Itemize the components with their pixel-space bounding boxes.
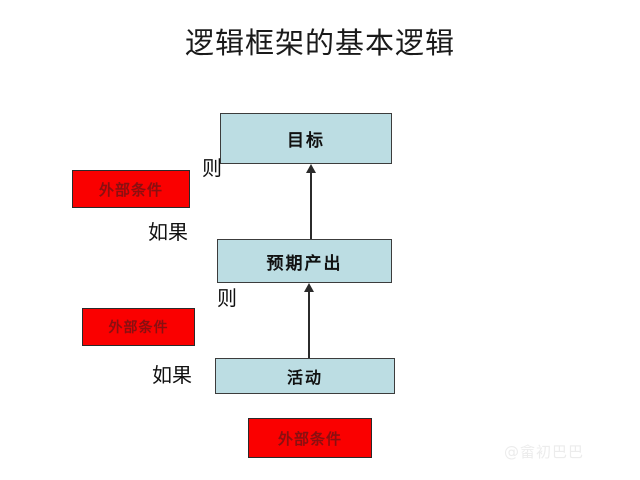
page-title: 逻辑框架的基本逻辑 [184, 28, 455, 60]
arrow-shaft [310, 171, 312, 239]
condition-box-3[interactable]: 外部条件 [248, 418, 372, 458]
condition-box-2[interactable]: 外部条件 [82, 308, 195, 346]
node-box-goal[interactable]: 目标 [220, 113, 392, 164]
connector-label-then-1: 则 [202, 158, 222, 180]
connector-label-if-2: 如果 [152, 365, 192, 387]
arrow-activity-to-output [302, 283, 316, 358]
node-box-activity[interactable]: 活动 [215, 358, 395, 394]
arrow-head-icon [306, 164, 316, 173]
arrow-head-icon [304, 283, 314, 292]
arrow-output-to-goal [304, 164, 318, 239]
condition-box-1[interactable]: 外部条件 [72, 170, 190, 208]
node-box-expected-output[interactable]: 预期产出 [217, 239, 392, 283]
watermark: @畲初巴巴 [504, 443, 585, 461]
connector-label-then-2: 则 [217, 288, 237, 310]
connector-label-if-1: 如果 [148, 222, 188, 244]
arrow-shaft [308, 290, 310, 358]
